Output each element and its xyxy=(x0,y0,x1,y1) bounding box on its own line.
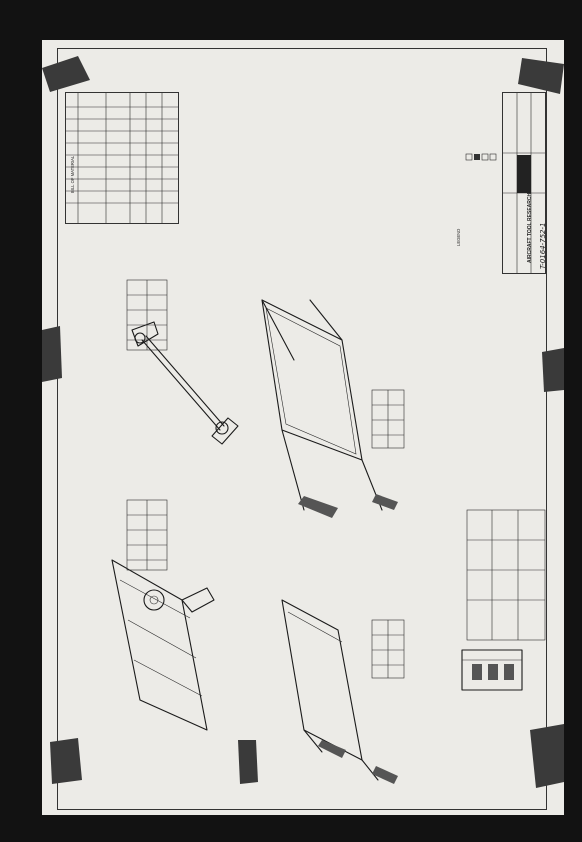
title-block: AIRCRAFT TOOL RESEARCH T-0164-752-1 xyxy=(502,92,547,274)
title-block-grid xyxy=(503,93,545,273)
bom-grid xyxy=(66,93,178,223)
legend-swatches xyxy=(465,153,497,161)
frame-stand-view-left xyxy=(111,559,215,731)
legend: LEGEND xyxy=(452,150,500,255)
drawing-geometry xyxy=(42,56,564,788)
drawing-sheet: BILL OF MATERIAL AIRCRAFT TOOL RESEARCH … xyxy=(42,40,564,815)
frame-assembly-view-upper xyxy=(261,299,398,518)
tape-marks xyxy=(42,56,564,788)
frame-stand-view-middle xyxy=(281,599,398,784)
rod-assembly-view xyxy=(131,321,239,445)
schedule-tables xyxy=(126,279,546,679)
drawing-border xyxy=(57,48,547,810)
small-fixture-view xyxy=(461,649,523,691)
bill-of-material: BILL OF MATERIAL xyxy=(65,92,179,224)
